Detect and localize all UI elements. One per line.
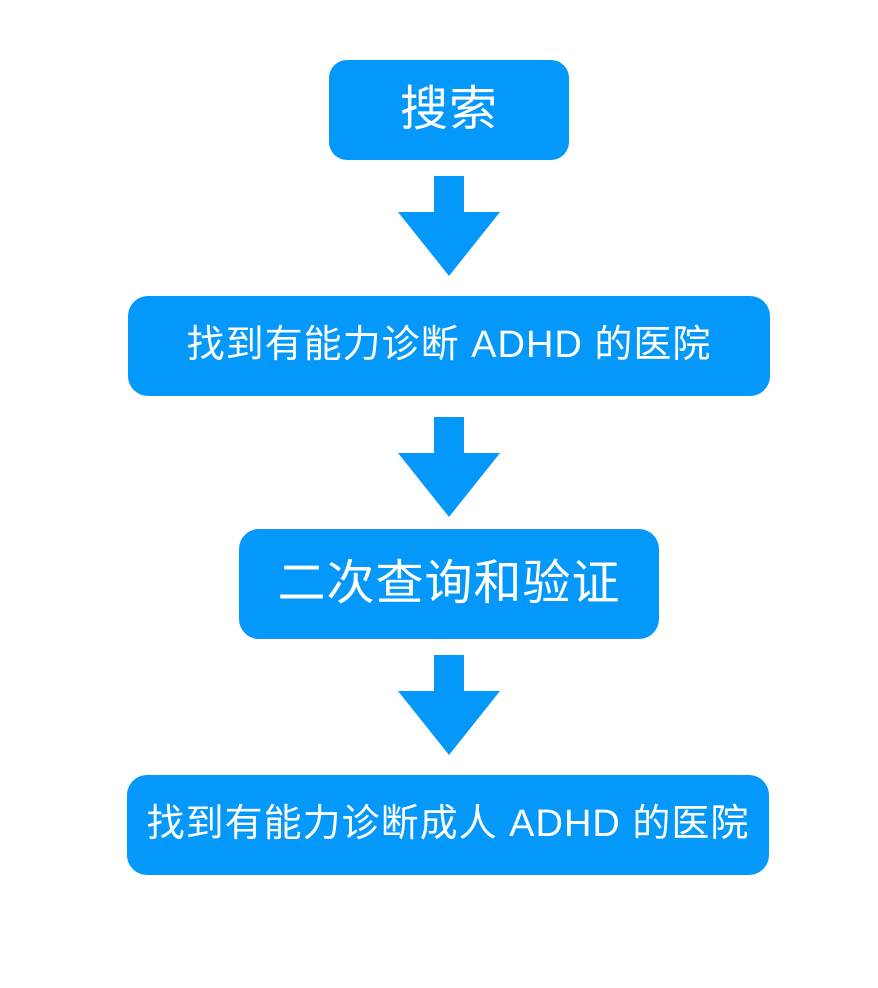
arrow-down-icon [398,417,500,517]
flow-step-find-adult-adhd-hospital: 找到有能力诊断成人 ADHD 的医院 [127,775,769,875]
arrow-down-icon [398,176,500,276]
arrow-down-icon [398,655,500,755]
flow-step-search: 搜索 [329,60,569,160]
flow-step-find-adhd-hospital: 找到有能力诊断 ADHD 的医院 [128,296,770,396]
flow-step-secondary-query-verification: 二次查询和验证 [239,529,659,639]
